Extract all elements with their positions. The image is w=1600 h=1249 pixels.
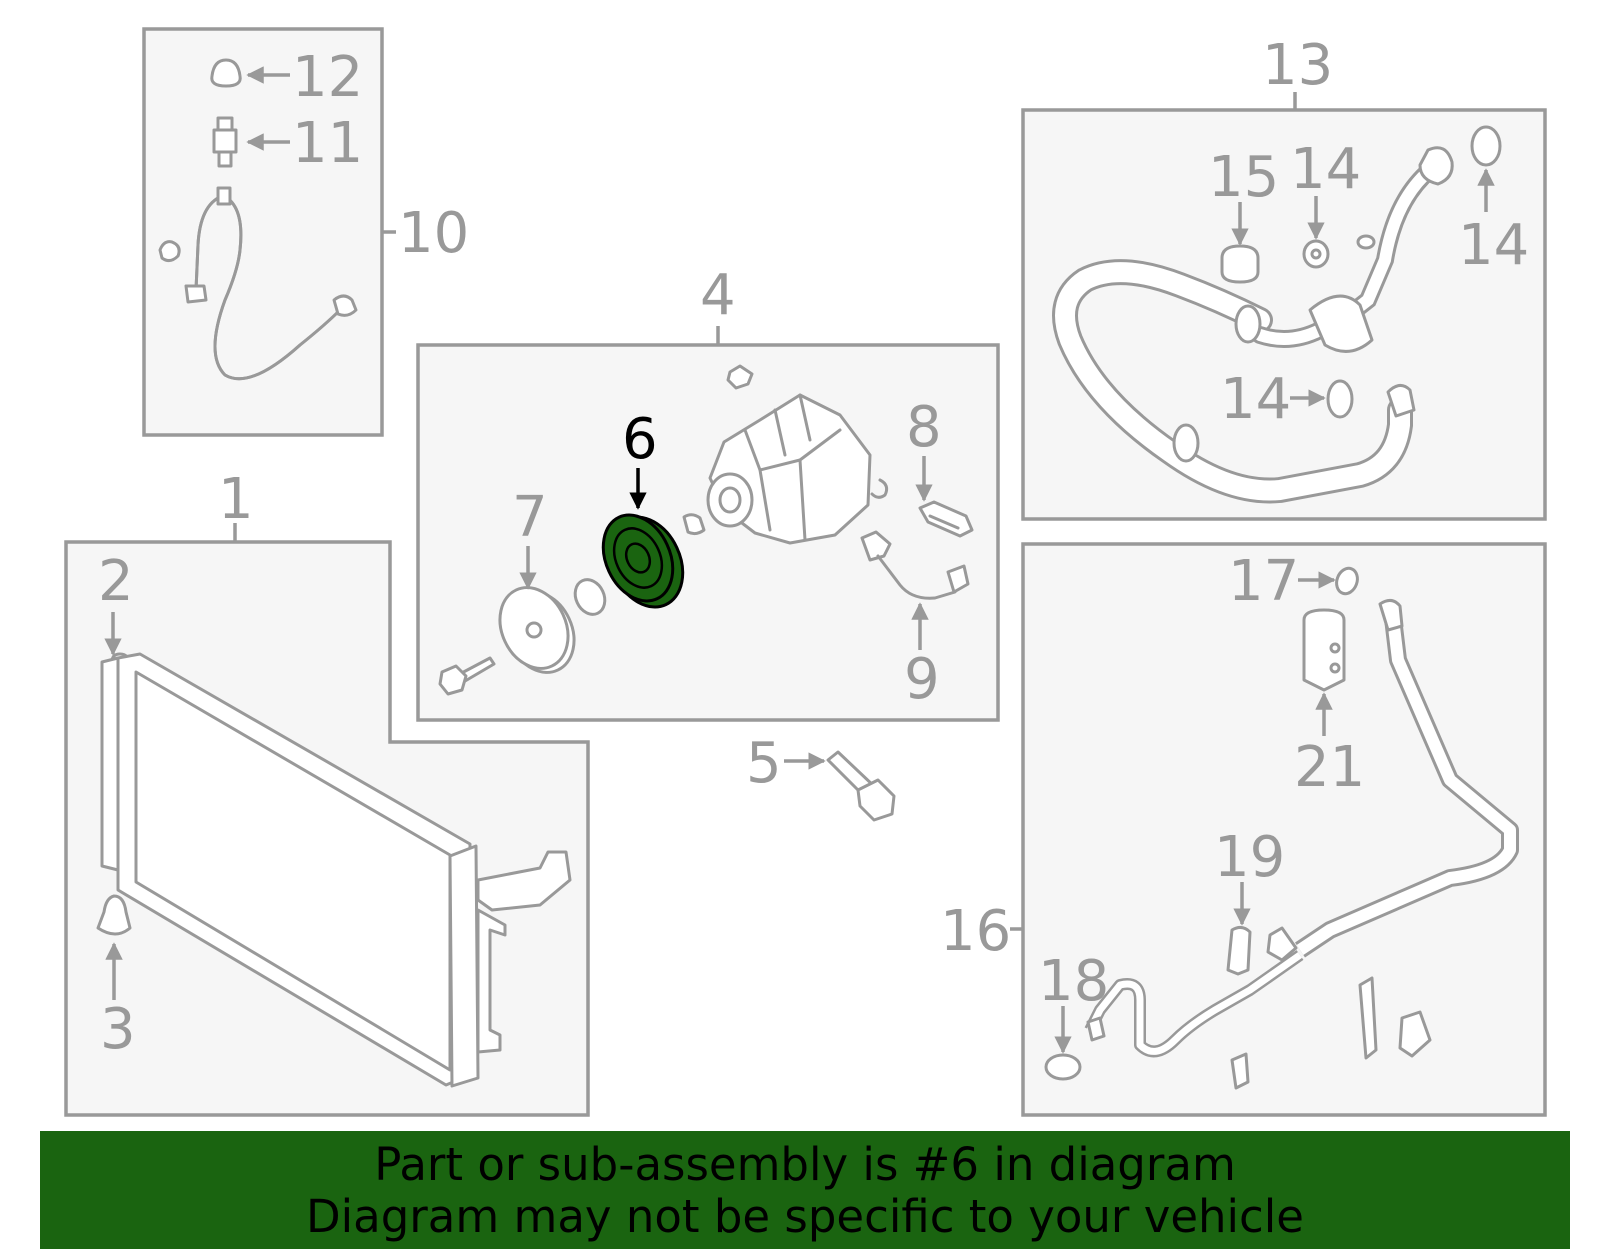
part-5-bolt: [826, 750, 896, 822]
banner-line-1: Part or sub-assembly is #6 in diagram: [374, 1138, 1236, 1191]
callout-4: 4: [700, 263, 736, 328]
callout-9: 9: [904, 647, 940, 712]
callout-7: 7: [512, 485, 548, 550]
callout-1: 1: [218, 467, 254, 532]
callout-6[interactable]: 6: [622, 407, 658, 472]
callout-10: 10: [398, 201, 469, 266]
callout-15: 14: [1290, 137, 1361, 202]
part-17-liquid-line: [1084, 599, 1519, 1090]
group-box-17: [1021, 542, 1547, 1117]
part-4-compressor: [682, 364, 889, 545]
group-box-13: [1021, 108, 1547, 521]
group-box-4: [416, 343, 1000, 722]
banner-line-2: Diagram may not be specific to your vehi…: [306, 1190, 1304, 1243]
callout-20: 19: [1214, 825, 1285, 890]
callout-18: 17: [1228, 549, 1299, 614]
part-3-mount: [96, 894, 132, 936]
part-11-sensor: [212, 116, 238, 168]
callout-2: 2: [98, 549, 134, 614]
callout-12: 12: [292, 45, 363, 110]
part-10-hose: [158, 186, 358, 381]
part-6-clutch-hub[interactable]: [590, 504, 697, 619]
part-8-switch: [918, 500, 974, 538]
callout-16: 15: [1208, 145, 1279, 210]
part-info-banner: Part or sub-assembly is #6 in diagram Di…: [40, 1131, 1570, 1249]
part-1-condenser: [110, 652, 572, 1088]
callout-14-lower: 14: [1220, 367, 1291, 432]
callout-13: 13: [1262, 33, 1333, 98]
callout-11: 11: [292, 111, 363, 176]
part-2-bracket: [100, 656, 120, 872]
part-12-clip: [210, 58, 242, 88]
part-7-pulley: [438, 578, 607, 696]
group-box-10: [142, 27, 384, 437]
part-18-oring: [1335, 566, 1359, 596]
part-14-oring: [1326, 125, 1502, 419]
callout-3: 3: [100, 997, 136, 1062]
callout-17: 16: [940, 899, 1011, 964]
part-19-plug: [1044, 1053, 1082, 1081]
part-16-cap: [1220, 244, 1260, 284]
part-13-hose: [1052, 146, 1454, 504]
callout-8: 8: [906, 395, 942, 460]
callout-14-top: 14: [1458, 213, 1529, 278]
callout-19: 18: [1038, 949, 1109, 1014]
part-9-harness: [860, 530, 970, 600]
part-21-expansion-valve: [1302, 608, 1346, 692]
part-15-valve-cap: [1302, 239, 1330, 269]
part-20-sensor: [1226, 925, 1252, 976]
callout-5: 5: [746, 731, 782, 796]
callout-21: 21: [1294, 735, 1365, 800]
